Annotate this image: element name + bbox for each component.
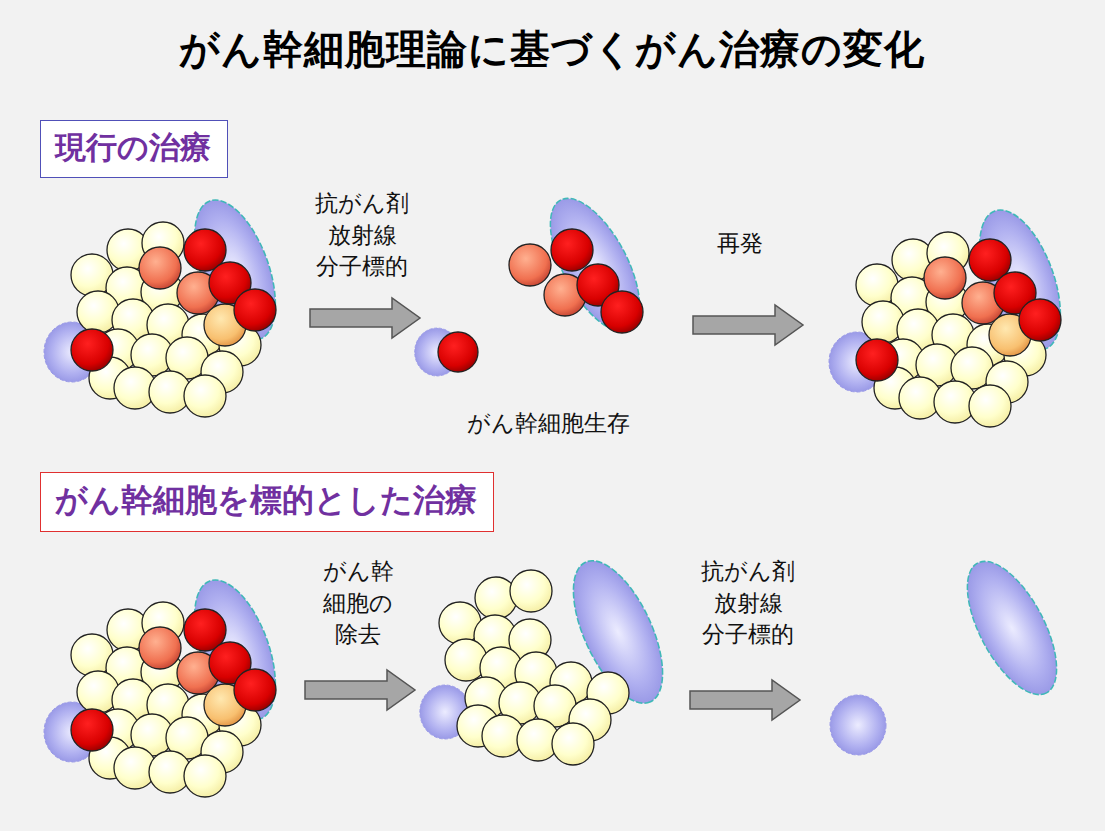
- section-header-text: がん幹細胞を標的とした治療: [55, 479, 479, 523]
- arrow-label: 抗がん剤 放射線 分子標的: [315, 188, 409, 283]
- arrow-label: がん幹 細胞の 除去: [323, 556, 394, 651]
- section-header-text: 現行の治療: [55, 127, 213, 169]
- section-header-box: がん幹細胞を標的とした治療: [40, 472, 494, 532]
- arrow-label: 抗がん剤 放射線 分子標的: [701, 556, 795, 651]
- diagram-title: がん幹細胞理論に基づくがん治療の変化: [179, 22, 925, 77]
- section-header-box: 現行の治療: [40, 120, 228, 178]
- note-label: がん幹細胞生存: [467, 408, 630, 440]
- note-label: 再発: [717, 228, 763, 260]
